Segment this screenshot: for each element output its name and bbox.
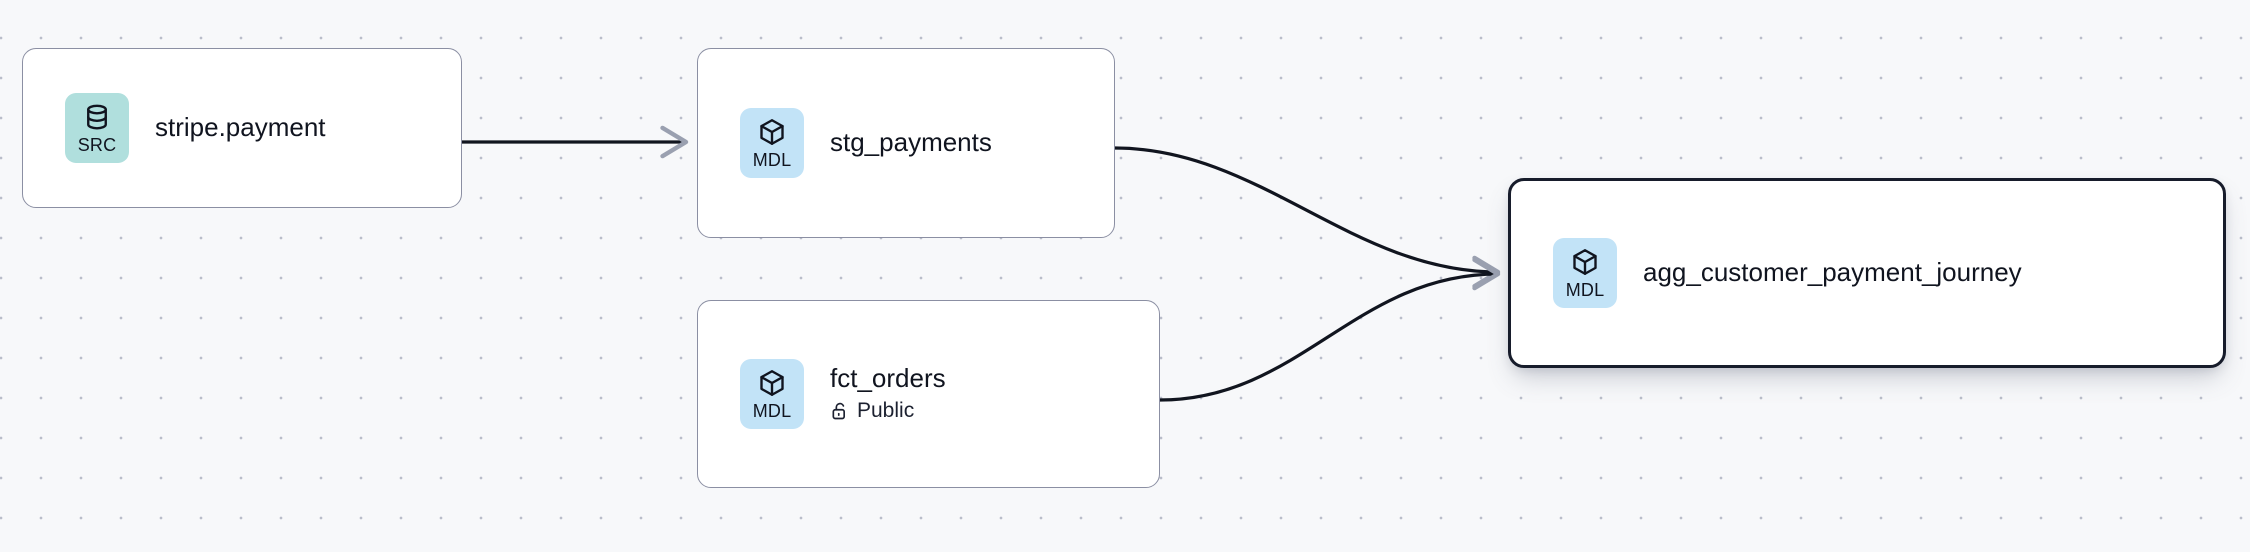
unlock-icon	[830, 401, 850, 421]
edge-fct-orders-to-agg-customer-payment-journey	[1159, 257, 1501, 402]
node-title: fct_orders	[830, 363, 946, 394]
source-badge: SRC	[65, 93, 129, 163]
cube-icon	[757, 117, 787, 147]
source-badge-label: SRC	[77, 135, 117, 155]
node-body: fct_orders Public	[830, 364, 946, 423]
lineage-node-fct-orders[interactable]: MDL fct_orders Public	[697, 300, 1160, 488]
model-badge-label: MDL	[752, 150, 792, 170]
database-icon	[82, 102, 112, 132]
model-badge: MDL	[1553, 238, 1617, 308]
cube-icon	[1570, 247, 1600, 277]
lineage-node-stg-payments[interactable]: MDL stg_payments	[697, 48, 1115, 238]
model-badge-label: MDL	[752, 401, 792, 421]
node-title: stg_payments	[830, 127, 992, 158]
node-body: stg_payments	[830, 127, 992, 158]
node-body: stripe.payment	[155, 112, 326, 143]
node-title: agg_customer_payment_journey	[1643, 257, 2022, 288]
model-badge: MDL	[740, 359, 804, 429]
cube-icon	[757, 368, 787, 398]
node-title: stripe.payment	[155, 112, 326, 143]
visibility-badge: Public	[830, 399, 946, 423]
edge-stg-payments-to-agg-customer-payment-journey	[1114, 146, 1501, 289]
node-body: agg_customer_payment_journey	[1643, 257, 2022, 288]
lineage-node-stripe-payment[interactable]: SRC stripe.payment	[22, 48, 462, 208]
visibility-label: Public	[857, 399, 915, 423]
model-badge: MDL	[740, 108, 804, 178]
lineage-node-agg-customer-payment-journey[interactable]: MDL agg_customer_payment_journey	[1508, 178, 2226, 368]
model-badge-label: MDL	[1565, 280, 1605, 300]
